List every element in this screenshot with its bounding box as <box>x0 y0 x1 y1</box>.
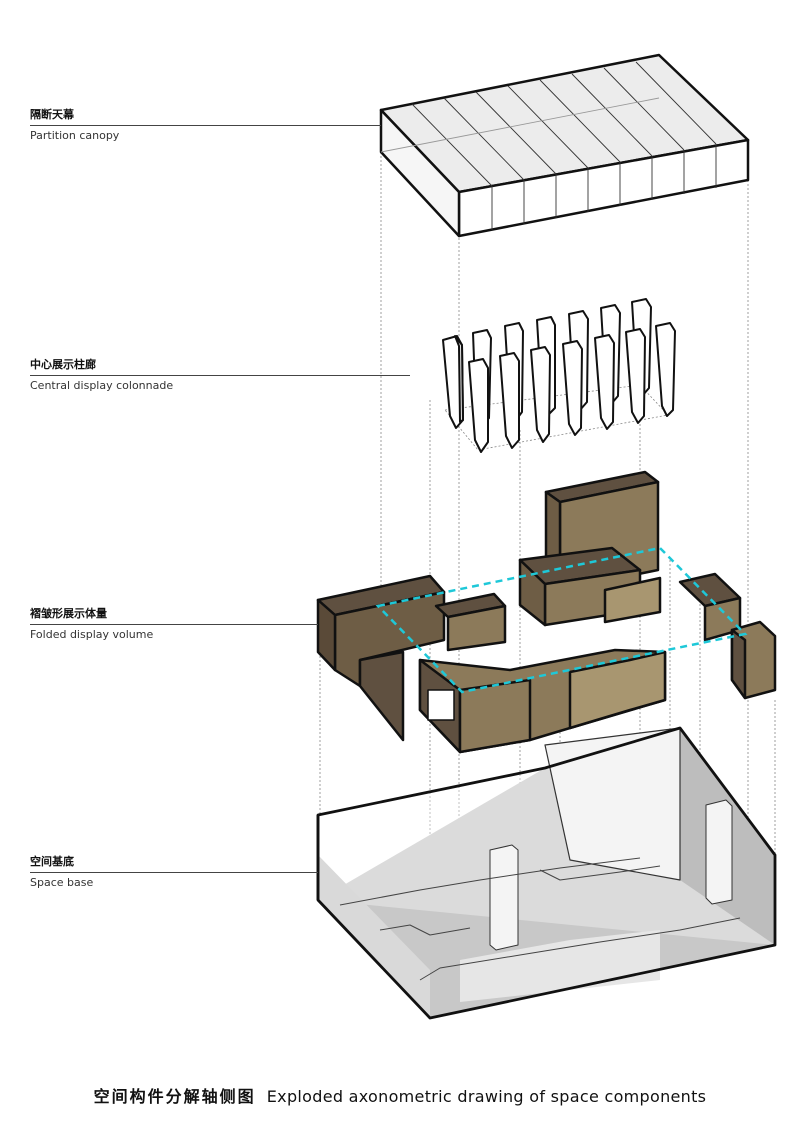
column <box>442 335 464 429</box>
canopy-fins <box>380 61 717 230</box>
leader-line <box>30 872 318 873</box>
base-pillar-right <box>705 799 733 905</box>
column <box>468 358 489 453</box>
space-base <box>316 726 777 1020</box>
caption-zh: 空间构件分解轴侧图 <box>93 1087 256 1106</box>
label-zh: 中心展示柱廊 <box>30 358 96 371</box>
label-en: Partition canopy <box>30 129 120 142</box>
central-colonnade <box>442 298 676 453</box>
label-zh: 空间基底 <box>30 855 74 868</box>
label-en: Space base <box>30 876 94 889</box>
label-central-colonnade: 中心展示柱廊 Central display colonnade <box>30 358 410 393</box>
base-pillar-left <box>489 844 519 951</box>
label-en: Central display colonnade <box>30 379 174 392</box>
partition-canopy <box>379 53 750 238</box>
base-left-wall <box>318 855 430 1018</box>
label-folded-volume: 褶皱形展示体量 Folded display volume <box>30 607 410 642</box>
leader-line <box>30 375 410 376</box>
base-inner-block <box>544 727 681 881</box>
label-space-base: 空间基底 Space base <box>30 855 410 890</box>
colonnade-footprint-outline <box>375 546 748 694</box>
figure-caption: 空间构件分解轴侧图 Exploded axonometric drawing o… <box>0 1083 800 1107</box>
column <box>625 328 646 424</box>
column <box>530 346 551 443</box>
leader-line <box>30 624 318 625</box>
column <box>499 352 520 449</box>
volume-opening <box>427 689 455 721</box>
floor-path-lines <box>339 857 741 981</box>
caption-en: Exploded axonometric drawing of space co… <box>266 1087 707 1106</box>
column <box>594 334 615 430</box>
column <box>562 340 583 436</box>
leader-line <box>30 125 381 126</box>
label-zh: 隔断天幕 <box>30 108 74 121</box>
base-low-wall <box>460 930 660 1002</box>
label-partition-canopy: 隔断天幕 Partition canopy <box>30 108 410 143</box>
canopy-side-face <box>379 108 461 238</box>
label-en: Folded display volume <box>30 628 154 641</box>
label-zh: 褶皱形展示体量 <box>30 607 107 620</box>
base-outline <box>316 726 777 1020</box>
column <box>655 322 676 417</box>
folded-display-volume <box>316 470 777 754</box>
